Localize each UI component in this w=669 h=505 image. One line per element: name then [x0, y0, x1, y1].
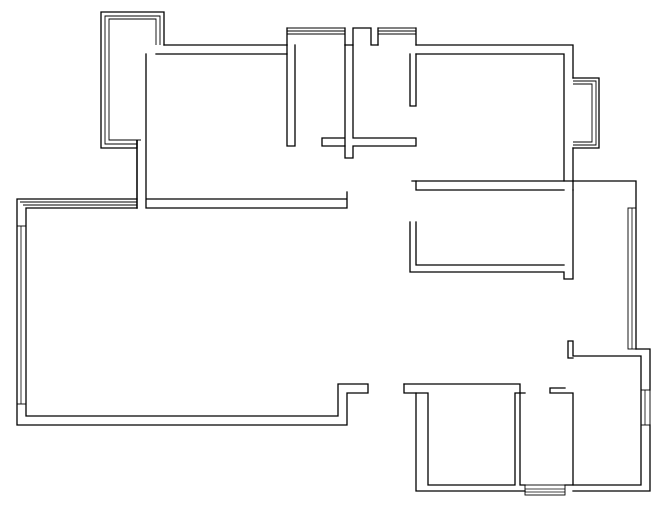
room-bottom-right-walls [403, 340, 651, 496]
room-upper-left-walls [136, 53, 348, 209]
room-right-middle-walls [409, 180, 637, 350]
room-living-left-walls [16, 198, 369, 426]
room-bath-top-walls [286, 44, 417, 159]
bay-window-right [572, 77, 600, 182]
bay-window-top-left [100, 11, 165, 209]
window-right-side [627, 207, 637, 350]
outer-wall-top [155, 27, 574, 182]
